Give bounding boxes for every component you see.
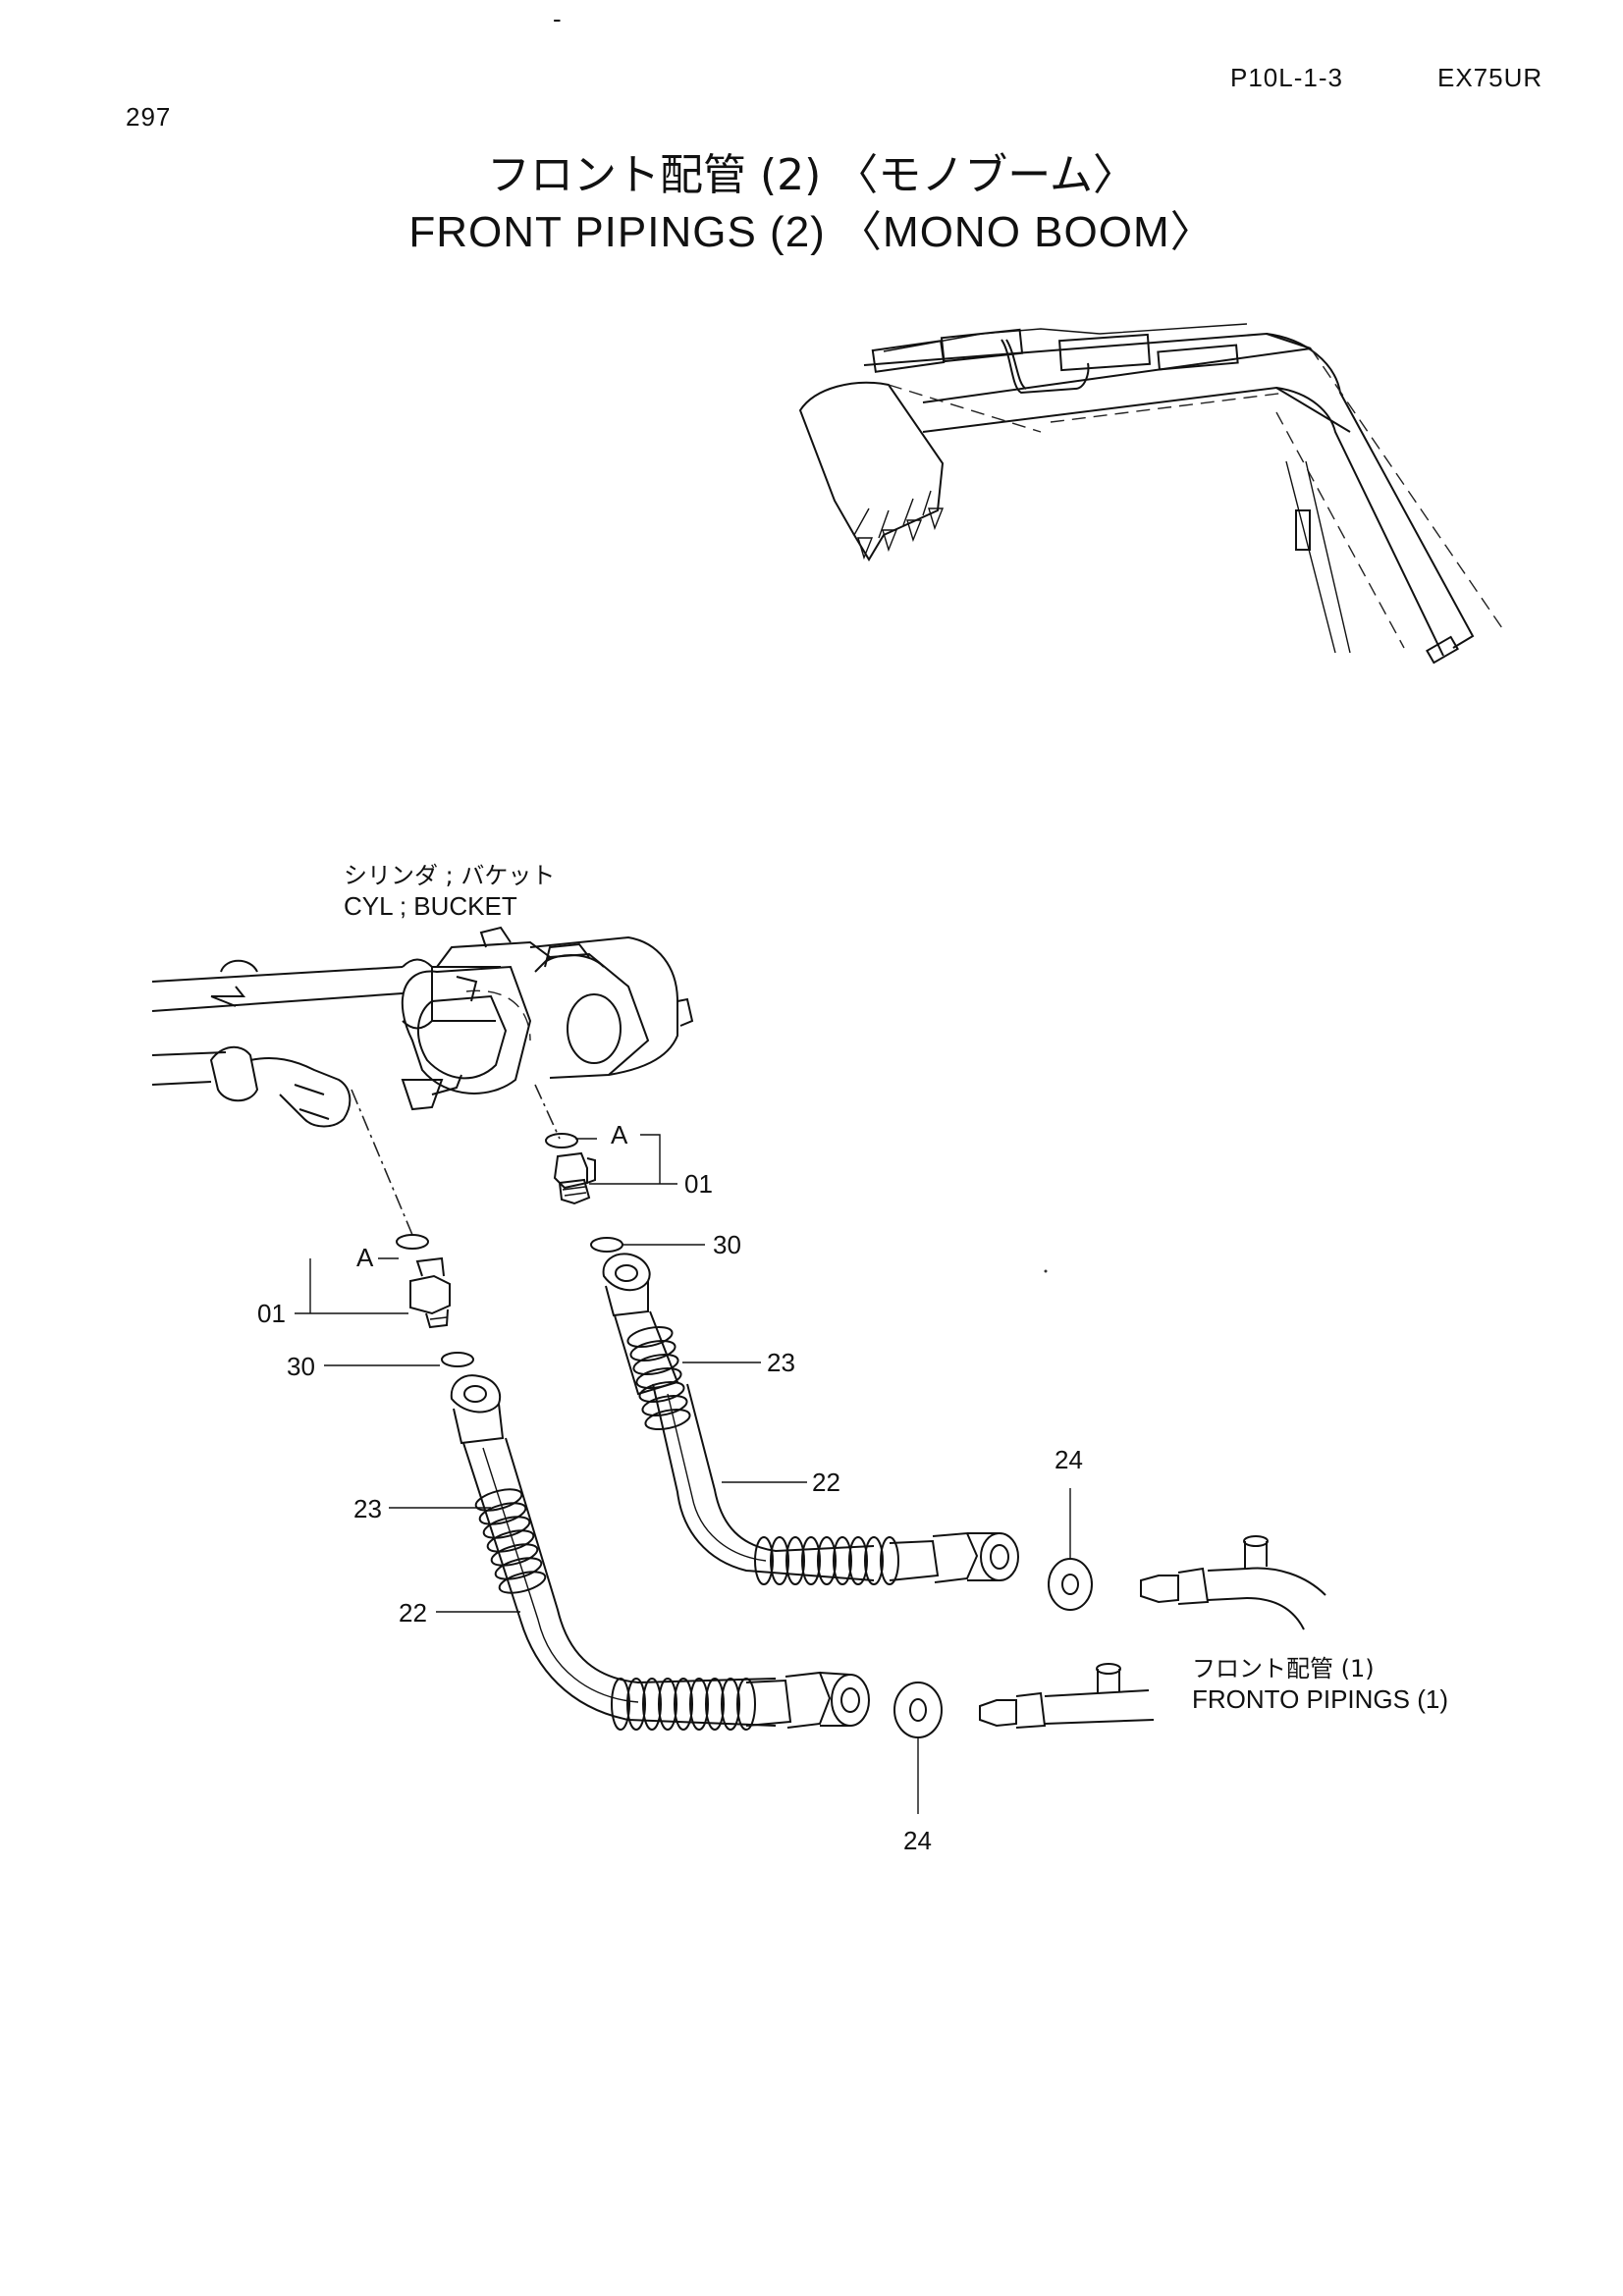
callout-24-lower: 24 [903,1826,932,1855]
callout-24-upper: 24 [1055,1445,1083,1474]
stray-mark: - [553,4,563,33]
adapter-fitting-upper [553,1151,596,1205]
pipe-connection-upper [1140,1535,1326,1630]
spring-guard-lower [474,1488,756,1731]
leader-lines [295,1134,1071,1814]
o-ring-30-upper [590,1237,623,1253]
washer-upper [1048,1558,1093,1611]
callout-30-upper: 30 [713,1230,741,1259]
o-ring-a-upper [545,1133,578,1148]
detail-a-label-lower: A [356,1243,374,1272]
callout-22-lower: 22 [399,1598,427,1628]
front-piping-label-jp: フロント配管 (1) [1192,1655,1375,1682]
o-ring-a-lower [396,1234,429,1250]
page-number: 297 [126,102,172,132]
hose-lower [450,1374,870,1731]
callout-30-lower: 30 [287,1352,315,1381]
pipe-connection-lower [979,1663,1155,1729]
title-english: FRONT PIPINGS (2) 〈MONO BOOM〉 [408,208,1215,256]
hose-assembly-upper [534,1084,1326,1630]
callout-22-upper: 22 [812,1468,840,1497]
cylinder-label-en: CYL ; BUCKET [344,891,517,921]
model-name: EX75UR [1437,63,1543,92]
washer-lower [893,1682,943,1738]
title-japanese: フロント配管 (2) 〈モノブーム〉 [487,150,1136,200]
overview-boom-illustration [798,323,1503,665]
adapter-fitting-lower [409,1256,451,1329]
doc-code: P10L-1-3 [1230,63,1343,92]
spring-guard-upper [626,1325,899,1585]
callout-01-lower: 01 [257,1299,286,1328]
hose-upper [602,1253,1019,1585]
hose-assembly-lower [351,1089,1155,1738]
o-ring-30-lower [441,1352,474,1367]
front-piping-label-en: FRONTO PIPINGS (1) [1192,1684,1448,1714]
cylinder-label-jp: シリンダ ; バケット [344,862,555,889]
detail-a-label-upper: A [611,1120,628,1149]
bucket-cylinder-illustration [151,926,694,1128]
callout-23-lower: 23 [353,1494,382,1523]
callout-23-upper: 23 [767,1348,795,1377]
callout-01-upper: 01 [684,1169,713,1199]
